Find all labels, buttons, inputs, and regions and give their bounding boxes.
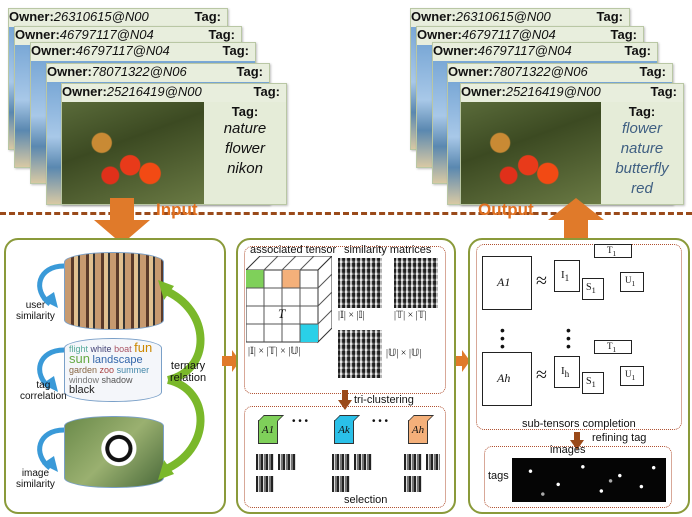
sub-tensor-A1-block: A1 [482,256,532,310]
ellipsis: • • • [372,416,389,427]
section-divider [0,212,692,215]
tag-value: nikon [227,160,263,177]
tag-value: nature [223,120,267,137]
factor-Th-block: T1 [594,340,632,354]
approx-symbol: ≈ [536,364,547,386]
butterfly-flower-photo [461,102,601,204]
factor-U1-block: U1 [620,272,644,292]
sub-matrix [256,454,274,470]
tag-value: butterfly [615,160,669,177]
sub-matrix [354,454,372,470]
user-similarity-label: user similarity [16,300,55,322]
dim-I-label: |𝕀| × |𝕀| [338,310,365,321]
clustering-panel: associated tensor similarity matrices T … [236,238,456,514]
tri-clustering-label: tri-clustering [354,394,414,406]
core-I1-block: I1 [554,260,580,292]
dim-T-label: |𝕋| × |𝕋| [394,310,427,321]
input-down-arrow [94,198,150,244]
tri-clustering-arrow [338,390,352,410]
vertical-ellipsis: ••• [500,322,505,354]
sub-tensor-A1: A1 [258,420,278,444]
refined-tag-matrix [512,458,666,502]
sub-tensor-Ah: Ah [408,420,428,444]
selection-box [244,406,446,508]
approx-symbol: ≈ [536,270,547,292]
sub-matrix [426,454,440,470]
associated-tensor-label: associated tensor [250,244,337,256]
tag-value: flower [224,140,265,157]
sub-matrix [332,454,350,470]
panel-arrow-1 [222,350,240,372]
tag-cloud-cylinder: flight white boat fun sun landscape gard… [64,338,162,402]
image-similarity-label: image similarity [16,468,55,490]
tag-value: red [631,180,653,197]
input-label: Input [156,200,198,219]
tag-box: Tag: flower nature butterfly red [601,102,683,204]
dim-U-label: |𝕌| × |𝕌| [386,348,422,359]
similarity-matrices-label: similarity matrices [344,244,432,256]
tag-value: nature [620,140,664,157]
similarity-matrix-images [338,258,382,308]
tensor-dimension-label: |𝕀| × |𝕋| × |𝕌| [248,346,301,357]
sub-tensor-completion-box [476,244,682,430]
completion-panel: A1 ≈ I1 S1 T1 U1 ••• ••• Ah ≈ Ih S1 T1 U… [468,238,690,514]
sub-matrix [332,476,350,492]
vertical-ellipsis: ••• [566,322,571,354]
tag-matrix-box [484,446,672,508]
sub-matrix [278,454,296,470]
user-loop-arrow [37,263,65,308]
tag-value: flower [621,120,662,137]
sub-tensor-Ah-block: Ah [482,352,532,406]
output-label: Output [478,200,534,219]
image-loop-arrow [37,427,65,472]
ternary-relation-arrows [158,280,205,480]
associated-tensor-grid [246,256,332,344]
ternary-relation-label: ternary relation [170,360,207,384]
factor-Uh-block: U1 [620,366,644,386]
refining-tag-label: refining tag [592,432,647,444]
tag-correlation-label: tag correlation [20,380,67,402]
similarity-matrix-users [338,330,382,378]
factor-S1-block: S1 [582,278,604,300]
factor-T1-block: T1 [594,244,632,258]
sub-matrix [256,476,274,492]
butterfly-flower-photo [62,102,204,204]
sub-tensors-completion-label: sub-tensors completion [522,418,636,430]
similarity-matrix-tags [394,258,438,308]
user-avatars-cylinder [64,252,164,330]
images-axis-label: images [550,444,586,456]
factor-Sh-block: S1 [582,372,604,394]
panel-arrow-2 [452,350,470,372]
sub-tensor-Ak: Ak [334,420,354,444]
ellipsis: • • • [292,416,309,427]
tag-loop-arrow [37,347,65,392]
refining-arrow [570,432,584,450]
tensor-T-symbol: T [278,306,286,321]
sub-matrix [404,454,422,470]
output-up-arrow [548,198,604,244]
tags-axis-label: tags [488,470,509,482]
selection-label: selection [344,494,388,506]
image-collection-cylinder [64,416,164,488]
input-relations-panel: user similarity flight white boat fun su… [4,238,226,514]
tag-box: Tag: nature flower nikon [204,102,286,204]
core-Ih-block: Ih [554,356,580,388]
sub-matrix [404,476,422,492]
